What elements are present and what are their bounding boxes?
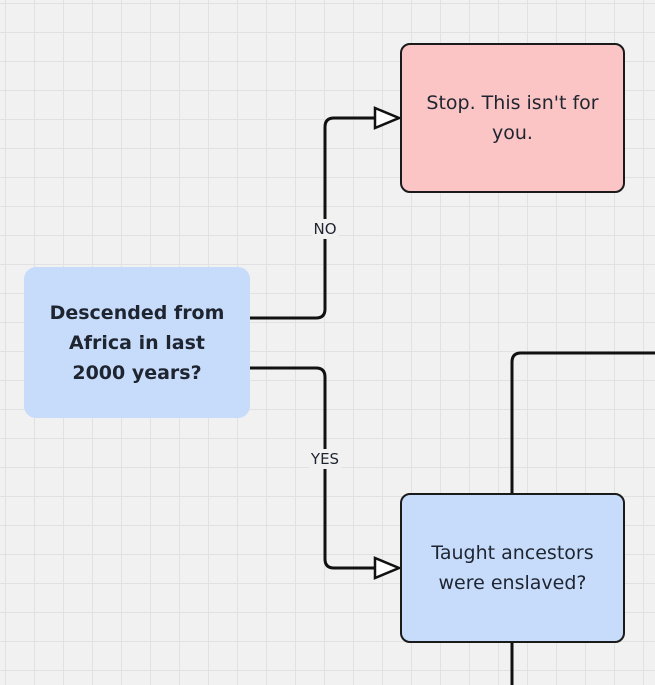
no-edge-label: NO	[311, 219, 339, 239]
question-node-label: Descended from Africa in last 2000 years…	[49, 301, 225, 384]
yes-arrowhead	[373, 556, 403, 580]
no-connector	[250, 116, 374, 320]
stop-node-label: Stop. This isn't for you.	[426, 92, 599, 144]
outgoing-connector-top	[510, 351, 655, 493]
question-node-taught-enslaved[interactable]: Taught ancestors were enslaved?	[400, 493, 625, 643]
question-node-descended[interactable]: Descended from Africa in last 2000 years…	[24, 267, 250, 418]
yes-edge-label: YES	[308, 449, 342, 469]
taught-node-label: Taught ancestors were enslaved?	[431, 542, 594, 594]
stop-node[interactable]: Stop. This isn't for you.	[400, 43, 625, 193]
no-arrowhead	[373, 106, 403, 130]
